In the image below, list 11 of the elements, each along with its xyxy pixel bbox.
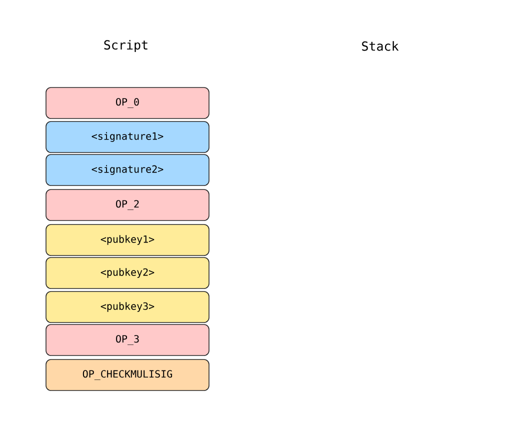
script-item-box: <pubkey1> [46,224,210,256]
script-item-box: <signature2> [46,154,210,186]
script-item-box: OP_2 [46,189,210,221]
column-heading: Stack [362,41,399,51]
script-item-box: OP_CHECKMULISIG [46,359,210,391]
script-item-box: <pubkey2> [46,257,210,289]
script-item-box: OP_0 [46,87,210,119]
column-heading: Script [104,40,148,52]
script-item-box: <pubkey3> [46,291,210,323]
script-item-box: <signature1> [46,121,210,153]
script-item-box: OP_3 [46,324,210,356]
